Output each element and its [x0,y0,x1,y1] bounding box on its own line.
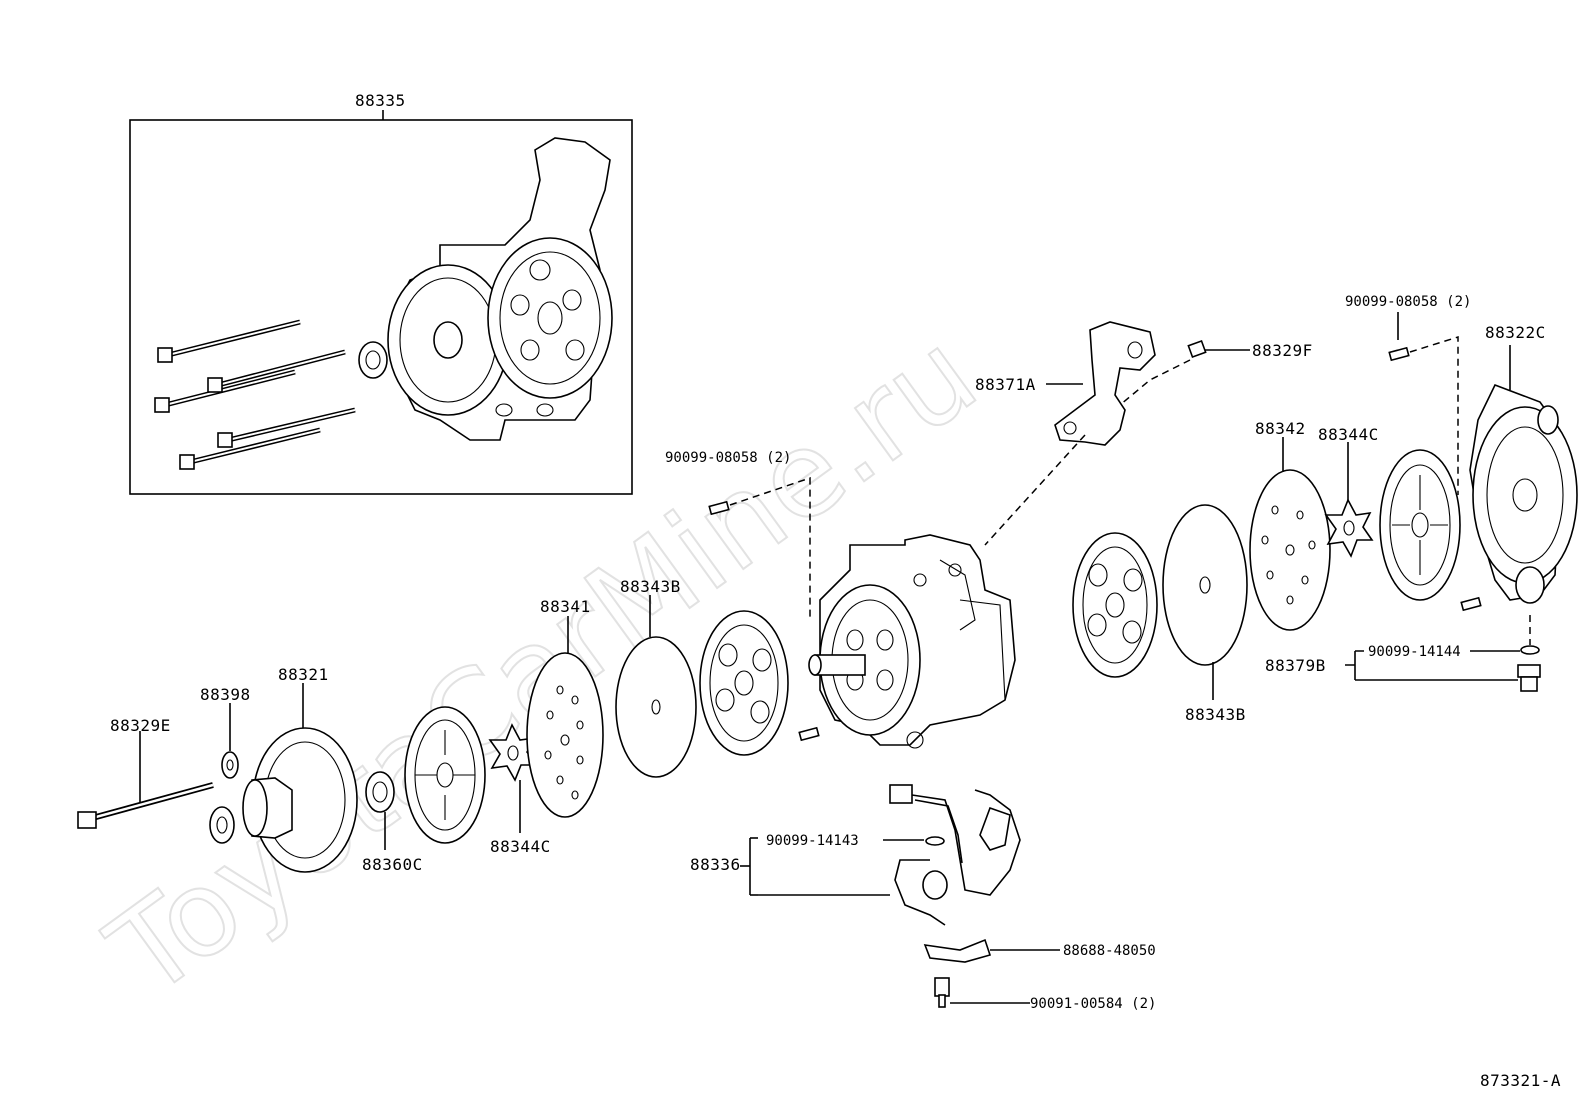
label-88322c: 88322C [1485,323,1546,342]
label-88344c-left: 88344C [490,837,551,856]
label-88343b-left: 88343B [620,577,681,596]
label-88398: 88398 [200,685,251,704]
bracket-88371a [984,321,1156,546]
label-90099-14144: 90099-14144 [1368,644,1461,660]
cylinder-plate-left [699,610,789,756]
label-90099-08058-right: 90099-08058 (2) [1345,294,1471,310]
label-88688-48050: 88688-48050 [1063,943,1156,959]
label-88329f: 88329F [1252,341,1313,360]
label-88379b: 88379B [1265,656,1326,675]
o-ring-90099-14143 [883,836,945,846]
label-88335: 88335 [355,91,406,110]
front-head-88321 [209,683,358,873]
bolt-88329e [77,731,214,829]
clamp-88688-48050 [923,938,1060,963]
assembly-88335-inset [129,110,633,495]
label-90099-08058-left: 90099-08058 (2) [665,450,791,466]
seal-88360c [365,771,395,850]
label-88360c: 88360C [362,855,423,874]
washer-88398 [221,703,239,779]
bolt-90091-00584 [934,977,1030,1008]
pin-90099-08058-right [1388,312,1531,645]
label-88329e: 88329E [110,716,171,735]
pin-90099-08058-left [708,476,820,742]
cylinder-plate-right [1072,532,1158,678]
gasket-88343b-right [1162,504,1248,700]
label-90091-00584: 90091-00584 (2) [1030,996,1156,1012]
plate-88341 [526,616,604,818]
gasket-88343b-left [615,595,697,778]
label-88342: 88342 [1255,419,1306,438]
rear-head-88322c [1469,345,1578,604]
label-88343b-right: 88343B [1185,705,1246,724]
compressor-body [808,534,1016,749]
bolt-88329f [1119,339,1250,406]
plate-88342 [1249,437,1331,631]
label-90099-14143: 90099-14143 [766,833,859,849]
label-88371a: 88371A [975,375,1036,394]
bolt-set [154,319,356,470]
valve-plate-right [1379,449,1461,601]
label-88344c-right: 88344C [1318,425,1379,444]
valve-88379b [1345,645,1541,692]
label-88321: 88321 [278,665,329,684]
star-gasket-88344c-right [1324,442,1374,558]
switch-harness-88336 [758,784,1021,926]
label-88336: 88336 [690,855,741,874]
diagram-code: 873321-A [1480,1071,1561,1090]
label-88341: 88341 [540,597,591,616]
valve-plate-left [404,706,486,844]
